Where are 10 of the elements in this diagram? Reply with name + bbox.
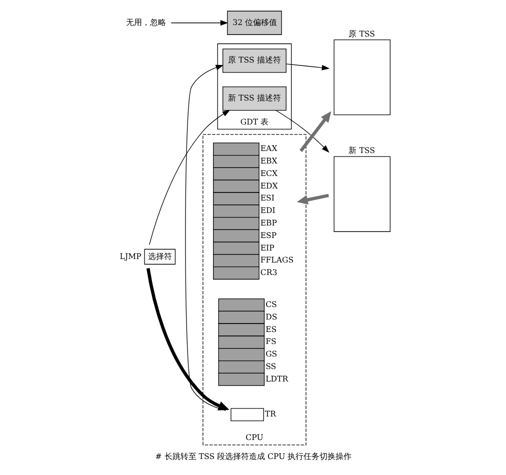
arrow bbox=[170, 20, 228, 26]
arrow bbox=[184, 64, 226, 411]
arrow bbox=[296, 194, 328, 204]
arrow bbox=[275, 110, 329, 153]
node-box bbox=[333, 40, 390, 116]
arrow bbox=[148, 110, 230, 245]
arrow bbox=[146, 268, 229, 410]
arrow bbox=[285, 64, 330, 70]
node-box bbox=[333, 156, 390, 232]
arrow bbox=[299, 111, 331, 152]
